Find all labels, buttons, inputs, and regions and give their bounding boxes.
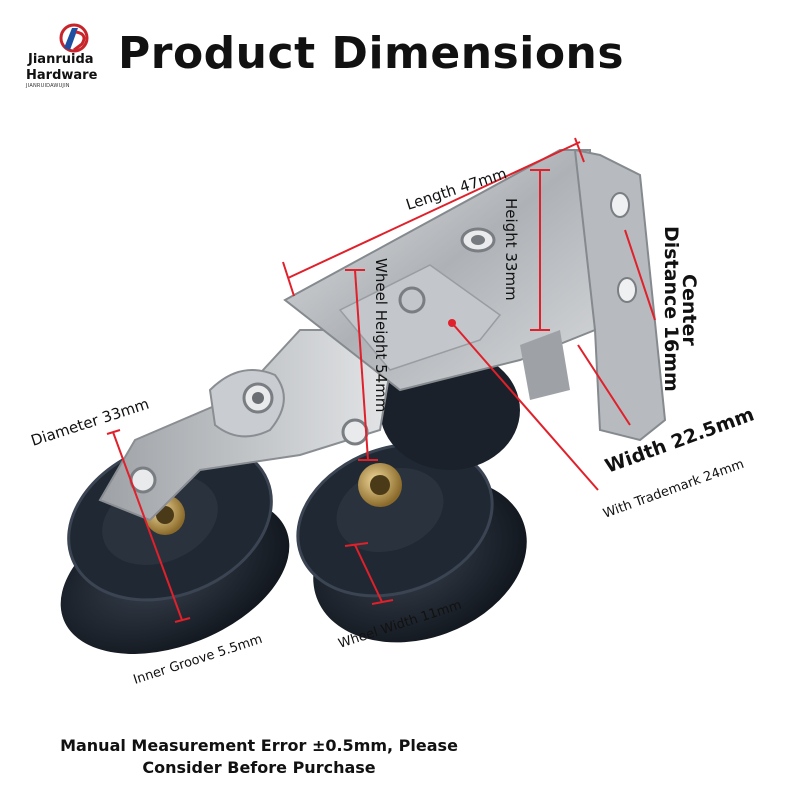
diameter-line <box>112 431 183 621</box>
brand-name-line2: Hardware <box>26 68 98 83</box>
width-line <box>577 344 631 426</box>
trademark-point <box>448 319 456 327</box>
bracket-arm <box>98 329 392 522</box>
brand-emblem-icon <box>59 23 89 53</box>
brand-logo: Jianruida Hardware JIANRUIDAWUJIN <box>24 22 124 92</box>
measurement-note: Manual Measurement Error ±0.5mm, Please … <box>20 735 498 779</box>
measurement-note-line1: Manual Measurement Error ±0.5mm, Please <box>60 736 458 755</box>
diameter-label: Diameter 33mm <box>29 395 152 450</box>
height-label: Height 33mm <box>502 198 520 301</box>
wheel-width-tick-bottom <box>371 599 394 605</box>
wheel-height-line <box>354 269 369 461</box>
center-distance-label-line1: Center <box>678 274 700 346</box>
wheel-width-tick-top <box>344 542 369 547</box>
length-line <box>287 141 581 279</box>
page-title: Product Dimensions <box>118 28 625 79</box>
center-distance-line <box>624 229 656 321</box>
wheel-width-line <box>354 544 383 603</box>
center-distance-label-line2: Distance 16mm <box>660 226 682 392</box>
diameter-tick-bottom <box>174 617 191 623</box>
wheel-height-label: Wheel Height 54mm <box>372 258 390 412</box>
length-tick-right <box>574 137 585 163</box>
length-tick-left <box>282 261 295 297</box>
mounting-plate <box>283 148 667 442</box>
trademark-line <box>451 322 599 491</box>
dimension-lines <box>106 137 656 623</box>
brand-name-line1: Jianruida <box>28 52 94 67</box>
diameter-tick-top <box>106 429 121 435</box>
brand-name-small: JIANRUIDAWUJIN <box>26 83 70 89</box>
measurement-note-line2: Consider Before Purchase <box>142 758 376 777</box>
